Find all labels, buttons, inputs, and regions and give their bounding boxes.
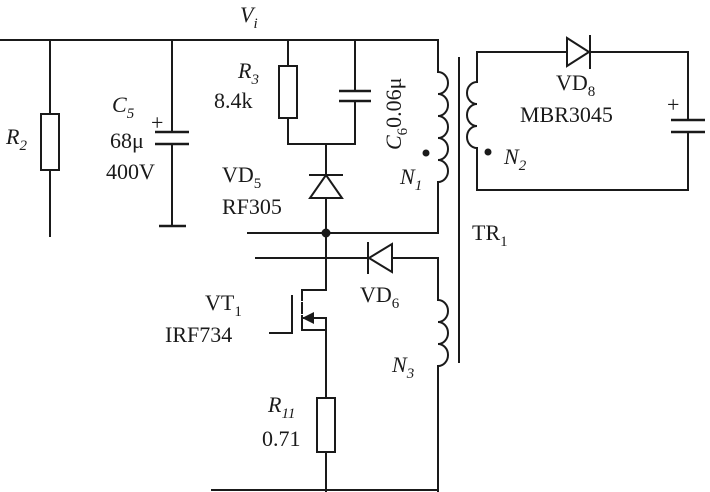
winding-n2 bbox=[466, 51, 492, 191]
capacitor-c5 bbox=[155, 39, 189, 228]
label-n2: N2 bbox=[503, 144, 527, 174]
c5-voltage: 400V bbox=[106, 159, 155, 184]
diode-vd8 bbox=[566, 35, 591, 69]
label-vd8: VD8 bbox=[556, 70, 595, 100]
label-vt1: VT1 bbox=[205, 290, 242, 320]
label-c5: C5 bbox=[112, 92, 135, 122]
diode-vd5 bbox=[308, 143, 344, 234]
cout-polarity: + bbox=[667, 92, 679, 117]
label-r11: R11 bbox=[267, 392, 295, 422]
vt1-part: IRF734 bbox=[165, 322, 232, 347]
resistor-r3 bbox=[278, 39, 356, 145]
vd5-part: RF305 bbox=[222, 194, 282, 219]
label-r3: R3 bbox=[237, 58, 259, 88]
label-n3: N3 bbox=[391, 352, 414, 382]
n1-dot bbox=[422, 149, 430, 157]
mosfet-vt1 bbox=[269, 289, 327, 399]
r11-value: 0.71 bbox=[262, 426, 301, 451]
c5-polarity: + bbox=[151, 110, 163, 135]
resistor-r11 bbox=[316, 397, 336, 492]
vd8-part: MBR3045 bbox=[520, 102, 613, 127]
label-c6: C60.06μ bbox=[381, 78, 411, 150]
label-vi: Vi bbox=[240, 2, 258, 32]
c5-capacitance: 68μ bbox=[110, 128, 144, 153]
output-loop bbox=[476, 51, 689, 191]
label-n1: N1 bbox=[399, 164, 422, 194]
winding-n3 bbox=[255, 257, 449, 492]
n2-dot bbox=[484, 148, 492, 156]
r3-value: 8.4k bbox=[214, 88, 253, 113]
resistor-r2 bbox=[40, 39, 60, 237]
capacitor-out bbox=[671, 118, 705, 134]
label-tr1: TR1 bbox=[472, 220, 508, 250]
drain-node bbox=[247, 228, 439, 291]
label-r2: R2 bbox=[5, 124, 27, 154]
capacitor-c6 bbox=[339, 39, 371, 145]
winding-n1 bbox=[422, 39, 449, 234]
diode-vd6 bbox=[367, 242, 393, 274]
label-vd5: VD5 bbox=[222, 162, 261, 192]
label-vd6: VD6 bbox=[360, 282, 400, 312]
